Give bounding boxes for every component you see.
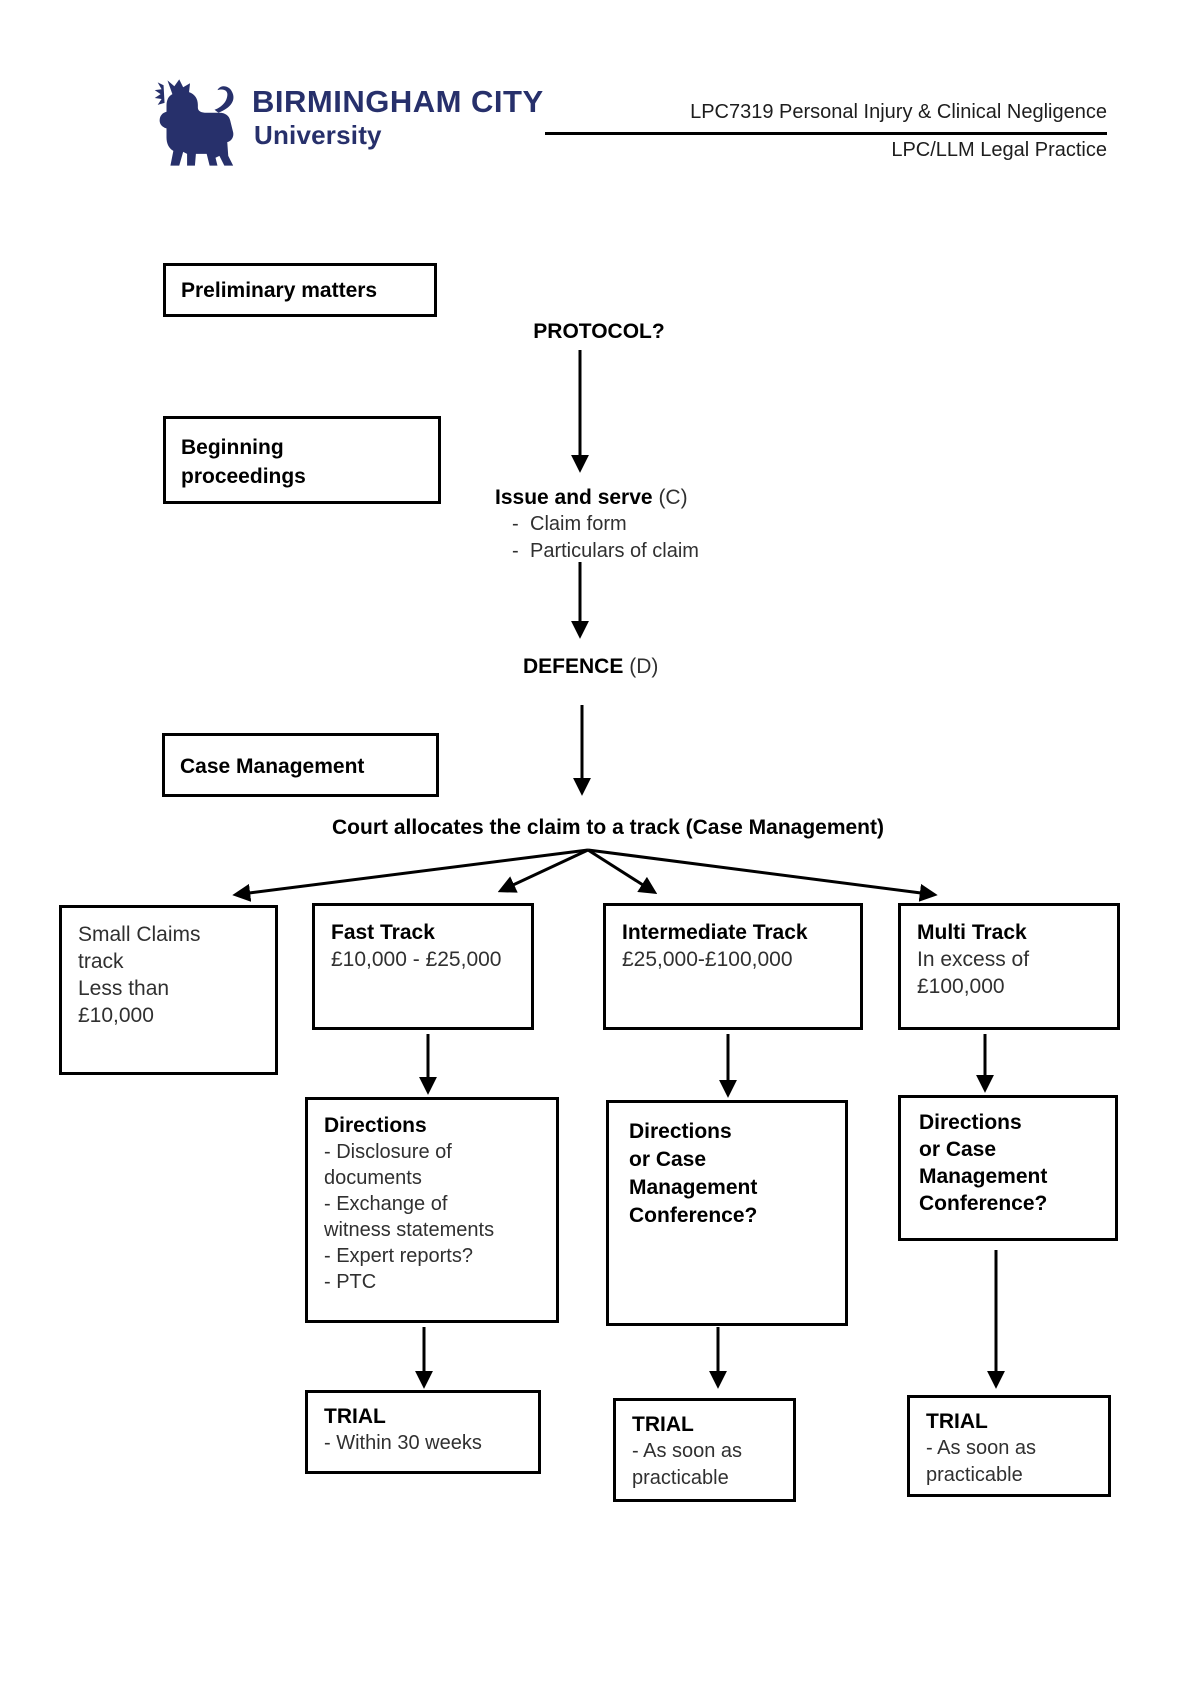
- module-title: LPC7319 Personal Injury & Clinical Negli…: [545, 101, 1107, 135]
- directions-box-intermediate: Directions or Case Management Conference…: [606, 1100, 848, 1326]
- fast-track-range: £10,000 - £25,000: [331, 948, 502, 971]
- track-box-multi: Multi Track In excess of £100,000: [898, 903, 1120, 1030]
- multi-track-range-line: £100,000: [917, 975, 1005, 998]
- track-box-small-claims: Small Claims track Less than £10,000: [59, 905, 278, 1075]
- trial-box-multi: TRIAL - As soon as practicable: [907, 1395, 1111, 1497]
- university-name: BIRMINGHAM CITY: [252, 84, 544, 119]
- fast-directions-line: - PTC: [324, 1271, 377, 1293]
- header-course-block: LPC7319 Personal Injury & Clinical Negli…: [545, 101, 1107, 162]
- intermediate-directions-line: or Case: [629, 1148, 707, 1171]
- fast-trial-line: - Within 30 weeks: [324, 1432, 482, 1454]
- fast-directions-line: - Expert reports?: [324, 1245, 473, 1267]
- small-claims-line: £10,000: [78, 1004, 154, 1027]
- intermediate-track-range: £25,000-£100,000: [622, 948, 793, 971]
- fast-directions-text: Directions - Disclosure of documents - E…: [308, 1100, 556, 1295]
- small-claims-line: Less than: [78, 977, 170, 1000]
- multi-track-range-line: In excess of: [917, 948, 1030, 971]
- small-claims-line: Small Claims: [78, 923, 201, 946]
- multi-trial-text: TRIAL - As soon as practicable: [910, 1398, 1108, 1489]
- multi-directions-line: Management: [919, 1165, 1048, 1188]
- small-claims-line: track: [78, 950, 124, 973]
- trial-box-fast: TRIAL - Within 30 weeks: [305, 1390, 541, 1474]
- track-box-fast: Fast Track £10,000 - £25,000: [312, 903, 534, 1030]
- stage-box-preliminary: Preliminary matters: [163, 263, 437, 317]
- stage-label-line1: Beginning: [181, 436, 284, 459]
- fast-track-text: Fast Track £10,000 - £25,000: [315, 906, 531, 973]
- dash-bullet: -: [512, 540, 519, 562]
- stage-box-beginning: Beginning proceedings: [163, 416, 441, 504]
- arrow-allocation-to-fast: [497, 848, 589, 893]
- multi-directions-text: Directions or Case Management Conference…: [901, 1098, 1115, 1217]
- fast-directions-line: - Exchange of: [324, 1193, 448, 1215]
- directions-box-multi: Directions or Case Management Conference…: [898, 1095, 1118, 1241]
- multi-directions-line: Directions: [919, 1111, 1022, 1134]
- intermediate-trial-line: practicable: [632, 1467, 729, 1489]
- issue-and-serve-step: Issue and serve (C) - Claim form - Parti…: [495, 484, 835, 565]
- fast-track-title: Fast Track: [331, 921, 435, 944]
- university-subname: University: [254, 120, 382, 150]
- intermediate-trial-line: - As soon as: [632, 1440, 743, 1462]
- fast-trial-text: TRIAL - Within 30 weeks: [308, 1393, 538, 1457]
- small-claims-text: Small Claims track Less than £10,000: [62, 908, 275, 1029]
- intermediate-track-title: Intermediate Track: [622, 921, 808, 944]
- intermediate-track-text: Intermediate Track £25,000-£100,000: [606, 906, 860, 973]
- multi-track-text: Multi Track In excess of £100,000: [901, 906, 1117, 1000]
- issue-item: - Particulars of claim: [495, 538, 835, 565]
- stage-label: Preliminary matters: [181, 279, 378, 302]
- protocol-step: PROTOCOL?: [533, 320, 665, 343]
- issue-item: - Claim form: [495, 511, 835, 538]
- programme-title: LPC/LLM Legal Practice: [891, 139, 1107, 161]
- intermediate-trial-text: TRIAL - As soon as practicable: [616, 1401, 793, 1492]
- issue-item-text: Particulars of claim: [530, 540, 699, 562]
- multi-directions-line: Conference?: [919, 1192, 1048, 1215]
- trial-box-intermediate: TRIAL - As soon as practicable: [613, 1398, 796, 1502]
- fast-directions-title: Directions: [324, 1114, 427, 1137]
- university-logo: [142, 70, 240, 176]
- issue-item-text: Claim form: [530, 513, 627, 535]
- defence-step: DEFENCE (D): [523, 653, 658, 680]
- arrow-allocation-to-small-claims: [232, 848, 589, 902]
- dash-bullet: -: [512, 513, 519, 535]
- stage-label-line2: proceedings: [181, 465, 306, 488]
- issue-title-bold: Issue and serve: [495, 486, 653, 509]
- multi-trial-line: - As soon as: [926, 1437, 1037, 1459]
- fast-trial-title: TRIAL: [324, 1405, 386, 1428]
- multi-track-title: Multi Track: [917, 921, 1027, 944]
- issue-ref: (C): [658, 486, 688, 509]
- fast-directions-line: documents: [324, 1167, 422, 1189]
- fast-directions-line: witness statements: [324, 1219, 495, 1241]
- intermediate-directions-line: Conference?: [629, 1204, 758, 1227]
- intermediate-trial-title: TRIAL: [632, 1413, 694, 1436]
- defence-title-bold: DEFENCE: [523, 655, 624, 678]
- issue-title: Issue and serve (C): [495, 484, 835, 511]
- arrow-allocation-to-multi: [587, 848, 938, 902]
- intermediate-directions-line: Directions: [629, 1120, 732, 1143]
- lion-crest-icon: [154, 79, 234, 166]
- directions-box-fast: Directions - Disclosure of documents - E…: [305, 1097, 559, 1323]
- intermediate-directions-text: Directions or Case Management Conference…: [609, 1103, 845, 1230]
- defence-ref: (D): [629, 655, 659, 678]
- arrow-allocation-to-intermediate: [587, 848, 658, 895]
- intermediate-directions-line: Management: [629, 1176, 758, 1199]
- multi-trial-line: practicable: [926, 1464, 1023, 1486]
- fast-directions-line: - Disclosure of: [324, 1141, 452, 1163]
- allocation-heading: Court allocates the claim to a track (Ca…: [332, 816, 884, 839]
- multi-directions-line: or Case: [919, 1138, 997, 1161]
- stage-label: Case Management: [180, 755, 365, 778]
- stage-box-case-management: Case Management: [162, 733, 439, 797]
- multi-trial-title: TRIAL: [926, 1410, 988, 1433]
- track-box-intermediate: Intermediate Track £25,000-£100,000: [603, 903, 863, 1030]
